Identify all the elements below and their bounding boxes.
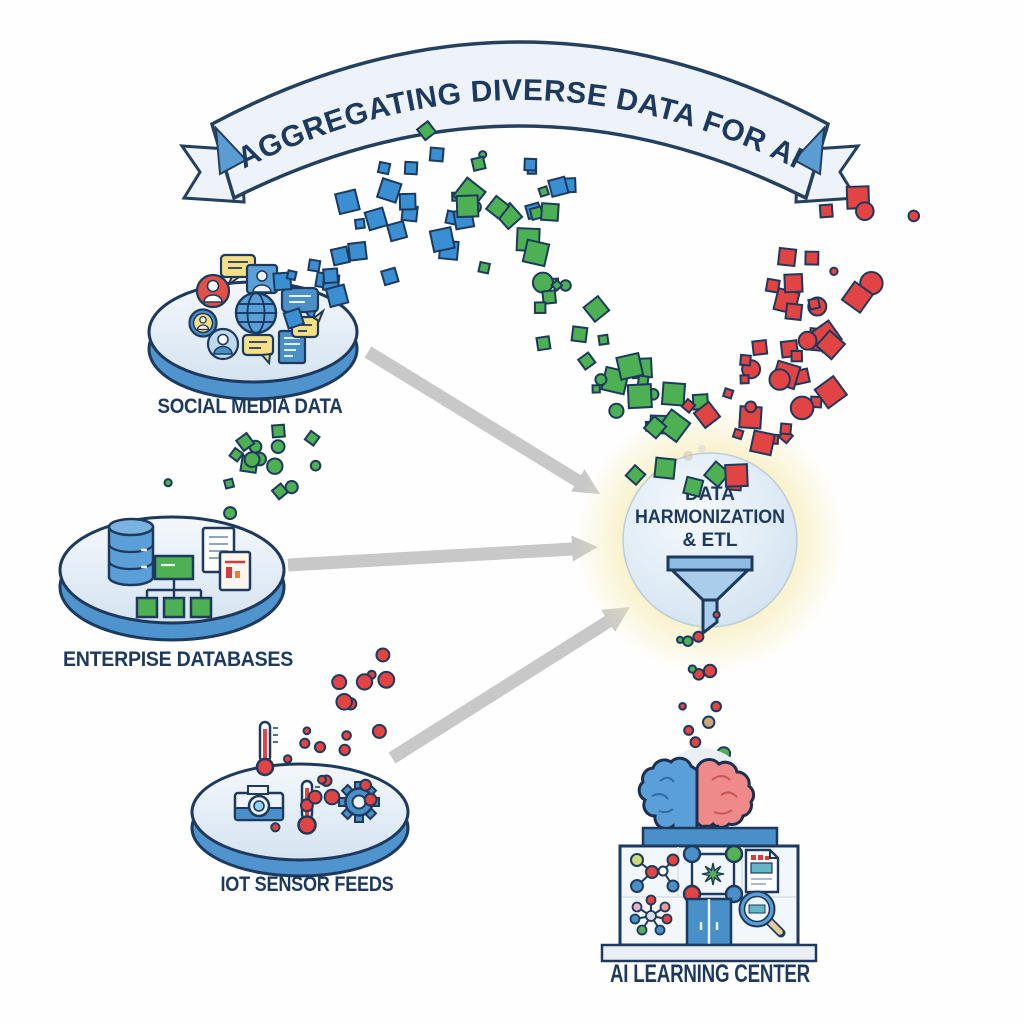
document-icon	[277, 329, 307, 365]
database-cylinder-icon	[107, 517, 155, 587]
banner-fold-left	[214, 125, 248, 176]
building-base	[600, 943, 818, 963]
report-chart-icon	[218, 550, 252, 592]
speech-bubble-icon	[241, 333, 275, 366]
enterprise-label: ENTERPISE DATABASES	[63, 648, 293, 671]
node-network-icon	[682, 844, 744, 904]
iot-label: IOT SENSOR FEEDS	[221, 873, 394, 896]
banner-fold-right	[792, 125, 826, 176]
hub-title-line2: HARMONIZATION	[635, 507, 785, 528]
harmonization-hub: DATA HARMONIZATION & ETL	[575, 405, 845, 675]
globe-icon	[234, 291, 278, 335]
social-media-label: SOCIAL MEDIA DATA	[158, 395, 343, 418]
speech-bubble-icon	[290, 307, 326, 339]
camera-icon	[233, 785, 285, 822]
photo-frame-icon	[245, 263, 279, 295]
flow-arrow-iot-to-hub	[388, 607, 630, 764]
flow-arrow-enterprise-to-hub	[287, 535, 598, 572]
flow-arrow-social-to-hub	[364, 346, 600, 494]
roof-band	[641, 826, 779, 848]
user-avatar-icon	[206, 327, 240, 361]
social-media-platform: SOCIAL MEDIA DATA	[147, 253, 359, 418]
ai-center-label: AI LEARNING CENTER	[610, 960, 810, 988]
magnifier-icon	[738, 890, 786, 938]
molecule-icon	[630, 853, 680, 893]
thermometer-icon	[255, 720, 278, 777]
building	[600, 826, 818, 963]
title-banner: AGGREGATING DIVERSE DATA FOR AI	[178, 40, 862, 204]
funnel-icon	[666, 555, 754, 637]
hub-network-icon	[629, 894, 673, 936]
ai-learning-center: AI LEARNING CENTER	[600, 748, 818, 988]
enterprise-platform: ENTERPISE DATABASES	[58, 515, 294, 671]
user-avatar-icon	[195, 273, 231, 309]
data-particle-streams	[163, 119, 921, 833]
iot-platform: IOT SENSOR FEEDS	[190, 720, 410, 896]
double-door	[685, 897, 733, 947]
org-chart-icon	[135, 554, 213, 619]
user-avatar-icon	[188, 308, 218, 338]
hub-title-line3: & ETL	[683, 530, 738, 551]
report-doc-icon	[744, 848, 780, 894]
